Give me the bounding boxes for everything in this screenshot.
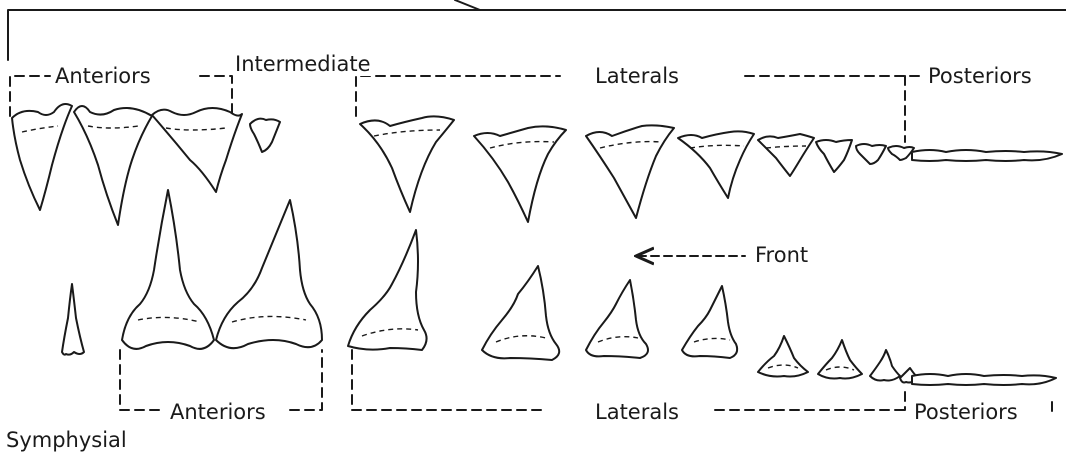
label-symphysial: Symphysial <box>6 428 127 452</box>
lower-lateral-tooth-2 <box>482 266 559 360</box>
upper-lateral-tooth-4 <box>678 131 754 198</box>
label-posteriors-upper: Posteriors <box>925 64 1035 88</box>
lower-anterior-tooth-1 <box>122 190 214 349</box>
upper-anterior-tooth-1 <box>12 104 72 210</box>
symphysial-tooth <box>62 284 84 355</box>
upper-lateral-tooth-2 <box>474 126 566 222</box>
lower-posterior-small-teeth <box>912 374 1056 385</box>
upper-posterior-tooth-3 <box>856 144 886 164</box>
upper-posterior-tooth-2 <box>816 140 852 172</box>
frame-pointer <box>455 0 480 10</box>
upper-posterior-tooth-1 <box>758 134 814 176</box>
label-laterals-lower: Laterals <box>592 400 682 424</box>
upper-anterior-tooth-2 <box>74 106 152 225</box>
lower-anterior-tooth-2 <box>216 200 322 348</box>
frame-line <box>8 10 1066 60</box>
lower-lateral-tooth-4 <box>682 286 737 358</box>
intermediate-tooth <box>250 119 280 152</box>
lower-lateral-tooth-1 <box>348 230 427 350</box>
label-anteriors-lower: Anteriors <box>167 400 269 424</box>
label-anteriors-upper: Anteriors <box>52 64 154 88</box>
upper-posterior-tooth-4 <box>888 146 914 160</box>
label-front: Front <box>752 243 811 267</box>
label-intermediate: Intermediate <box>235 52 371 76</box>
lower-lateral-tooth-3 <box>586 280 648 358</box>
label-laterals-upper: Laterals <box>592 64 682 88</box>
lower-posterior-tooth-1 <box>758 336 808 377</box>
lower-posterior-tooth-2 <box>818 340 862 379</box>
upper-lateral-tooth-3 <box>586 125 674 218</box>
label-posteriors-lower: Posteriors <box>911 400 1021 424</box>
lower-posterior-tooth-3 <box>870 350 900 381</box>
upper-anterior-tooth-3 <box>152 108 242 192</box>
upper-posterior-small-teeth <box>912 150 1062 161</box>
upper-lateral-tooth-1 <box>360 116 454 212</box>
